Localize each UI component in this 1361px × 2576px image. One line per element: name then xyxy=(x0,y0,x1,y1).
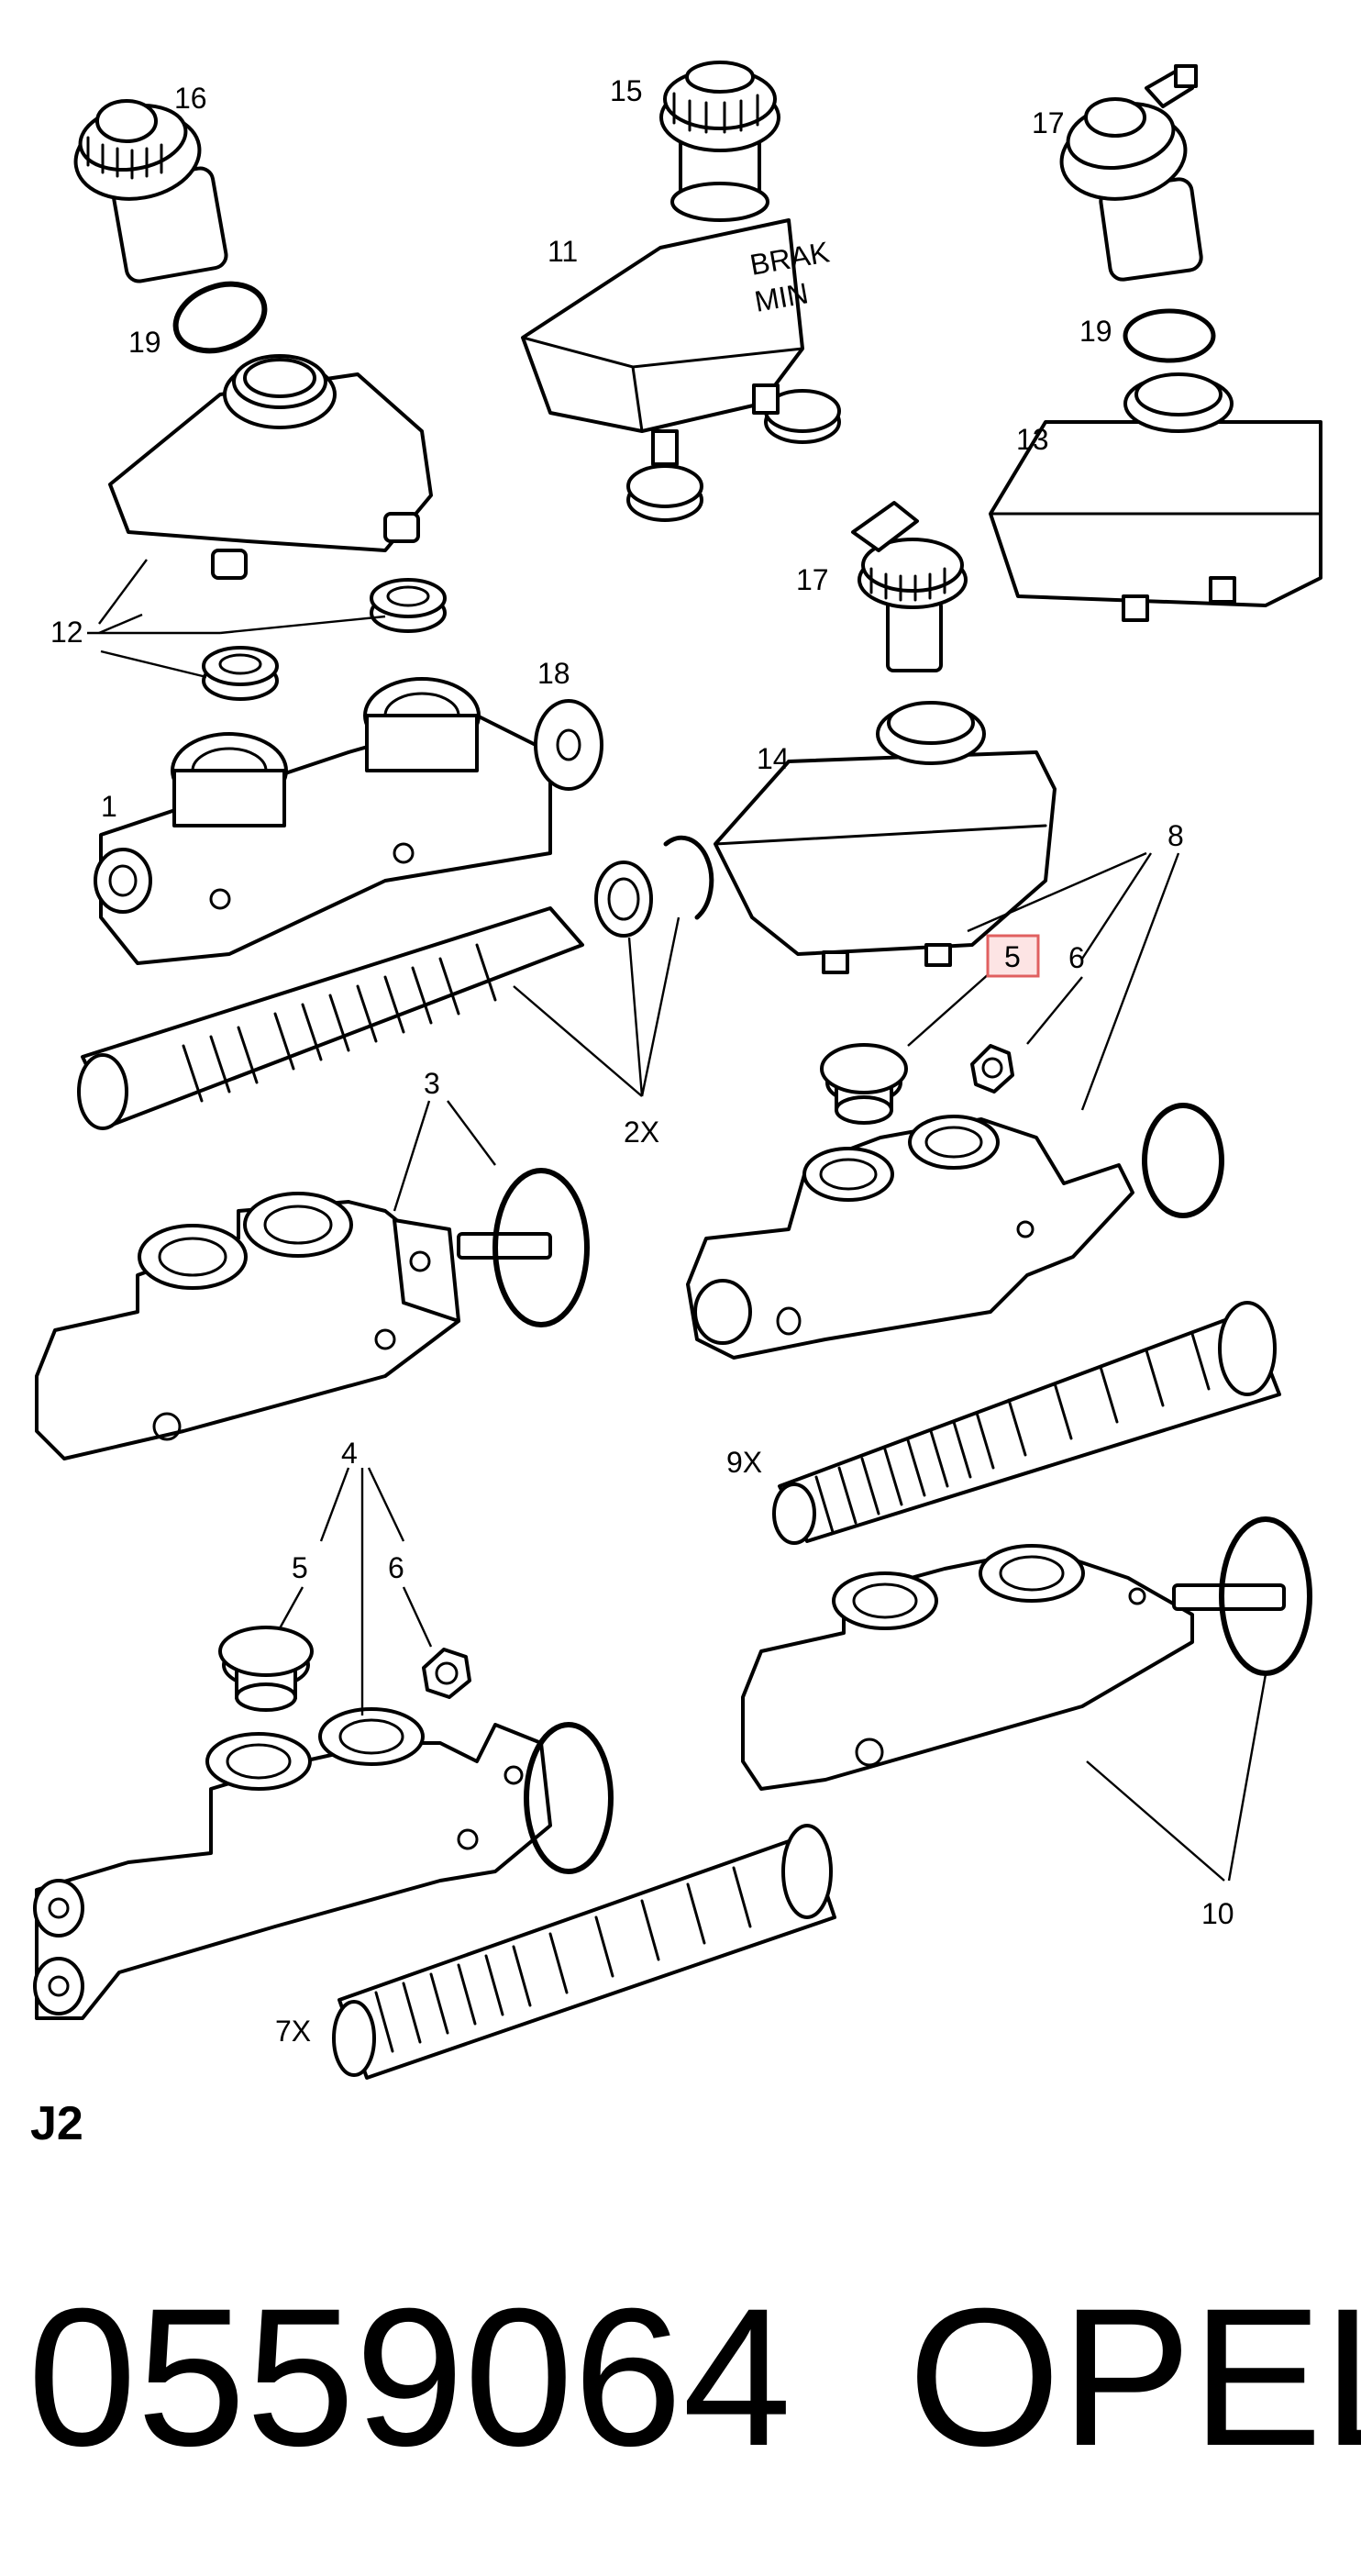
plug-5-right xyxy=(820,1043,908,1125)
piston-assembly-2x xyxy=(77,906,584,1130)
piston-assembly-9x xyxy=(772,1301,1281,1545)
callout-5-highlighted[interactable]: 5 xyxy=(1004,940,1021,973)
reservoir-14 xyxy=(714,701,1057,974)
reservoir-cap-17-small xyxy=(851,501,968,672)
master-cylinder-housing-1 xyxy=(94,677,552,965)
callout-17-middle: 17 xyxy=(796,563,829,596)
callout-14: 14 xyxy=(757,742,790,775)
master-cylinder-housing-3 xyxy=(35,1168,590,1460)
callout-10: 10 xyxy=(1201,1897,1234,1930)
master-cylinder-housing-10 xyxy=(741,1516,1312,1791)
callout-8: 8 xyxy=(1167,819,1184,852)
callout-6-right: 6 xyxy=(1068,941,1085,974)
callout-17-top: 17 xyxy=(1032,106,1065,139)
callout-9x: 9X xyxy=(726,1446,762,1479)
callout-2x: 2X xyxy=(624,1116,659,1149)
callout-19-left: 19 xyxy=(128,326,161,359)
callout-13: 13 xyxy=(1016,423,1049,456)
reservoir-11: BRAK MIN xyxy=(521,218,841,522)
nut-6-left xyxy=(422,1648,471,1699)
seal-ring-19-right xyxy=(1123,308,1216,363)
reservoir-12 xyxy=(108,354,433,580)
callout-3: 3 xyxy=(424,1067,440,1100)
grommet-12-lower xyxy=(202,646,279,701)
callout-12: 12 xyxy=(50,616,83,649)
leader-lines xyxy=(87,559,1267,1882)
callout-6-left: 6 xyxy=(388,1551,404,1584)
callout-18: 18 xyxy=(537,657,570,690)
circlip xyxy=(663,835,714,920)
part-number: 0559064 xyxy=(28,2268,791,2487)
nut-6-right xyxy=(970,1044,1014,1094)
grommet-12-upper xyxy=(370,578,447,633)
piston-seal-2x xyxy=(594,861,653,938)
reservoir-cap-17-sensor xyxy=(1059,64,1203,282)
gasket-18 xyxy=(534,699,603,791)
plug-5-left xyxy=(218,1626,314,1712)
callout-19-right: 19 xyxy=(1079,315,1112,348)
piston-assembly-7x xyxy=(332,1824,836,2080)
callout-7x: 7X xyxy=(275,2015,311,2048)
seal-ring-19-left xyxy=(172,281,268,354)
callout-15: 15 xyxy=(610,74,643,107)
master-cylinder-housing-4 xyxy=(33,1707,614,2020)
brand-name: OPEL xyxy=(908,2268,1361,2487)
highlight-box xyxy=(986,934,1040,978)
master-cylinder-housing-8 xyxy=(686,1103,1224,1360)
callout-4: 4 xyxy=(341,1437,358,1470)
reservoir-cap-16 xyxy=(73,99,228,283)
callout-16: 16 xyxy=(174,82,207,115)
reservoir-cap-15 xyxy=(659,61,780,222)
callout-11: 11 xyxy=(548,235,578,268)
section-code: J2 xyxy=(30,2097,83,2150)
callout-1: 1 xyxy=(101,790,117,823)
callout-5-left: 5 xyxy=(292,1551,308,1584)
reservoir-13 xyxy=(989,372,1322,622)
